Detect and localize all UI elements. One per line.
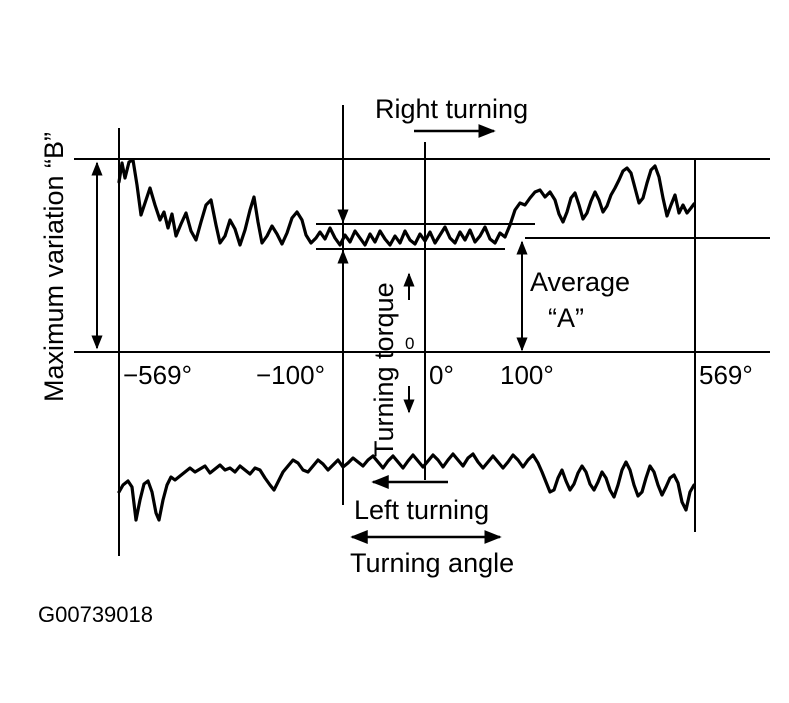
- tick-label-minus-569: −569°: [123, 360, 192, 390]
- tick-label-0: 0°: [429, 360, 454, 390]
- left-turning-waveform: [117, 452, 696, 522]
- right-turning-waveform: [117, 158, 696, 247]
- average-a-label: “A”: [548, 303, 584, 333]
- tick-label-minus-100: −100°: [256, 360, 325, 390]
- tick-label-569: 569°: [699, 360, 753, 390]
- turning-torque-label: Turning torque: [369, 282, 399, 457]
- tick-label-100: 100°: [500, 360, 554, 390]
- turning-angle-label: Turning angle: [350, 548, 514, 578]
- average-label: Average: [530, 267, 630, 297]
- right-turning-label: Right turning: [375, 94, 528, 124]
- max-variation-label: Maximum variation “B”: [39, 132, 69, 402]
- left-turning-label: Left turning: [354, 495, 489, 525]
- figure-code: G00739018: [38, 602, 153, 627]
- zero-label: 0: [405, 334, 414, 353]
